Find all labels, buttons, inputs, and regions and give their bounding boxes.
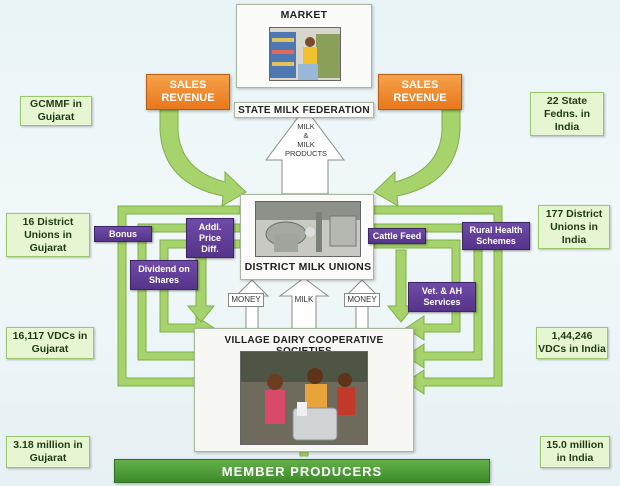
stat-vdcs-india-line: 1,44,246 <box>551 330 593 342</box>
rural-health-label-line: Schemes <box>476 236 516 246</box>
cattle-feed-label: Cattle Feed <box>372 230 422 241</box>
stat-gcmmf-line: GCMMF in <box>30 98 82 110</box>
village-societies-node: VILLAGE DAIRY COOPERATIVE SOCIETIES <box>194 328 414 452</box>
milk-label-center: MILK <box>294 295 314 304</box>
milk-arrow-up <box>278 277 330 331</box>
stat-state-fedns-line: India <box>554 120 580 133</box>
milk-products-label-line: PRODUCTS <box>284 149 328 158</box>
addl-price-label-line: Addl. <box>198 221 222 232</box>
stat-members-gujarat-line: 3.18 million in <box>13 439 83 451</box>
rural-health-label-line: Rural Health <box>469 225 523 235</box>
milk-products-label-line: & <box>303 131 309 140</box>
market-photo <box>269 27 341 81</box>
money-label-left: MONEY <box>228 293 264 307</box>
sales-revenue-left: SALES REVENUE <box>146 74 230 110</box>
sales-revenue-left-line: REVENUE <box>161 92 215 104</box>
milk-products-label: MILK & MILK PRODUCTS <box>284 122 328 158</box>
stat-district-unions-india: 177 District Unions in India <box>538 205 610 249</box>
milk-products-label-line: MILK <box>297 140 315 149</box>
stat-state-fedns: 22 State Fedns. in India <box>530 92 604 136</box>
stat-gcmmf-line: Gujarat <box>37 111 75 123</box>
addl-price-label-line: Price <box>198 232 222 243</box>
stat-district-unions-india-line: Unions in <box>550 220 598 233</box>
stat-vdcs-gujarat-line: 16,117 VDCs in <box>12 330 88 342</box>
stat-state-fedns-line: 22 State <box>546 94 588 107</box>
stat-members-india-line: in India <box>556 452 594 464</box>
sales-revenue-right-line: SALES <box>401 79 439 91</box>
dividend-label-line: Shares <box>148 275 180 285</box>
stat-district-unions-gujarat-line: Unions in <box>24 228 72 241</box>
stat-vdcs-india: 1,44,246 VDCs in India <box>536 327 608 359</box>
district-unions-title: DISTRICT MILK UNIONS <box>244 261 372 273</box>
vet-ah-box: Vet. & AH Services <box>408 282 476 312</box>
sales-revenue-right-line: REVENUE <box>393 92 447 104</box>
sales-revenue-left-line: SALES <box>169 79 207 91</box>
stat-district-unions-gujarat-line: 16 District <box>22 215 74 228</box>
sales-revenue-right: SALES REVENUE <box>378 74 462 110</box>
cattle-feed-box: Cattle Feed <box>368 228 426 244</box>
vet-ah-label-line: Vet. & AH <box>421 286 463 296</box>
stat-state-fedns-line: Fedns. in <box>543 107 591 120</box>
village-societies-photo <box>240 351 368 445</box>
district-unions-node: DISTRICT MILK UNIONS <box>240 194 374 280</box>
district-unions-photo <box>255 201 361 257</box>
bonus-box: Bonus <box>94 226 152 242</box>
stat-vdcs-gujarat-line: Gujarat <box>31 343 69 355</box>
state-federation-title: STATE MILK FEDERATION <box>238 104 370 116</box>
stat-members-gujarat-line: Gujarat <box>29 452 67 464</box>
addl-price-box: Addl. Price Diff. <box>186 218 234 258</box>
money-label-right: MONEY <box>344 293 380 307</box>
milk-products-arrow <box>265 107 345 195</box>
member-producers-bar: MEMBER PRODUCERS <box>114 459 490 483</box>
right-service-flow <box>373 205 503 395</box>
stat-vdcs-gujarat: 16,117 VDCs in Gujarat <box>6 327 94 359</box>
bonus-label: Bonus <box>109 228 137 239</box>
stat-district-unions-gujarat-line: Gujarat <box>29 241 67 254</box>
vet-ah-label-line: Services <box>423 297 461 307</box>
stat-vdcs-india-line: VDCs in India <box>538 343 606 355</box>
stat-members-india: 15.0 million in India <box>540 436 610 468</box>
milk-products-label-line: MILK <box>297 122 315 131</box>
rural-health-box: Rural Health Schemes <box>462 222 530 250</box>
stat-members-gujarat: 3.18 million in Gujarat <box>6 436 90 468</box>
dividend-label-line: Dividend on <box>138 264 190 274</box>
market-node: MARKET <box>236 4 372 88</box>
state-federation-node: STATE MILK FEDERATION <box>234 102 374 118</box>
stat-district-unions-india-line: India <box>561 233 587 246</box>
stat-district-unions-gujarat: 16 District Unions in Gujarat <box>6 213 90 257</box>
sales-arrow-right <box>373 109 461 207</box>
stat-gcmmf: GCMMF in Gujarat <box>20 96 92 126</box>
stat-members-india-line: 15.0 million <box>546 439 604 451</box>
dividend-box: Dividend on Shares <box>130 260 198 290</box>
member-producers-title: MEMBER PRODUCERS <box>221 463 383 479</box>
addl-price-label-line: Diff. <box>201 243 219 254</box>
sales-arrow-left <box>159 109 247 207</box>
market-title: MARKET <box>280 9 328 21</box>
stat-district-unions-india-line: 177 District <box>545 207 603 220</box>
